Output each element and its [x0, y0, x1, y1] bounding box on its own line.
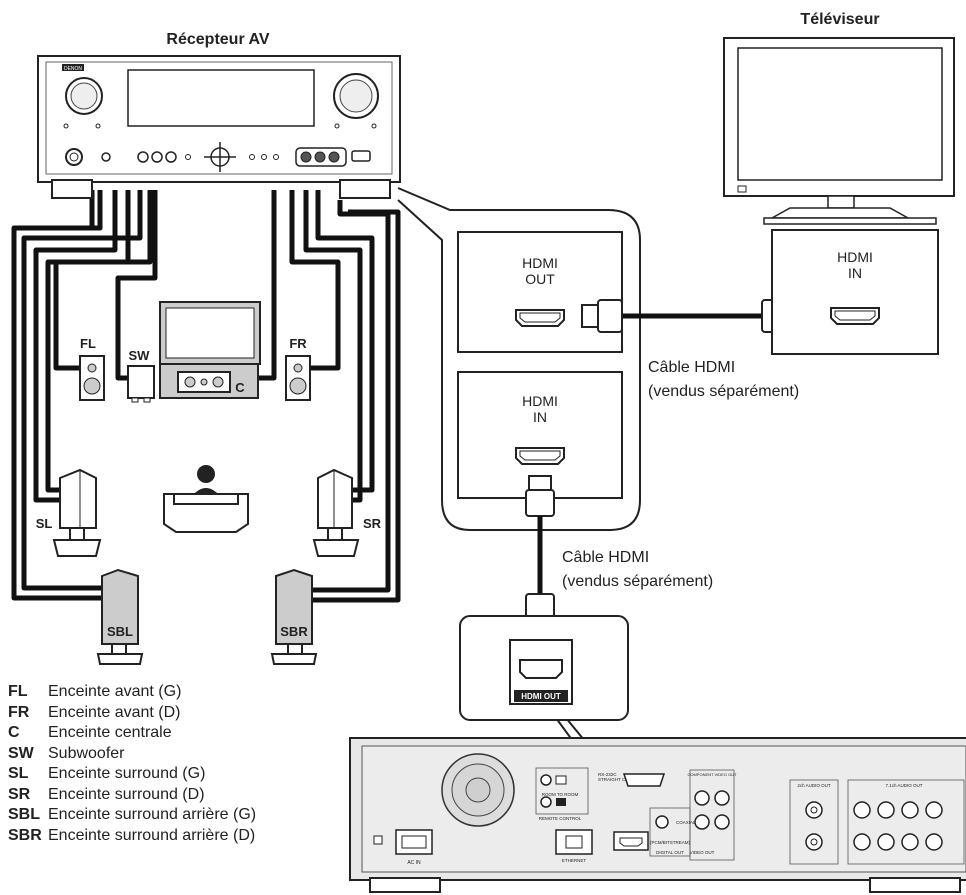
legend-description: Subwoofer	[48, 744, 125, 762]
panel-video-label: VIDEO OUT	[690, 850, 715, 855]
legend-item: SW Subwoofer	[8, 744, 348, 765]
cable1-label-line1: Câble HDMI	[648, 359, 735, 376]
panel-remote-label: REMOTE CONTROL	[539, 816, 582, 821]
panel-71ch-label: 7.1ch AUDIO OUT	[885, 783, 922, 788]
listener-icon	[197, 465, 215, 483]
speaker-c-label: C	[235, 380, 245, 395]
hdmi-out-port-icon	[515, 309, 565, 327]
speaker-cables	[11, 190, 401, 603]
panel-acin-label: AC IN	[407, 860, 421, 866]
speaker-fr-label: FR	[289, 336, 307, 351]
speaker-sbr-icon	[270, 568, 318, 665]
receiver-brand: DENON	[64, 66, 82, 72]
speaker-sw-icon	[127, 365, 155, 399]
speaker-sl-icon	[52, 468, 102, 557]
legend-code: FL	[8, 683, 28, 700]
legend-item: SBL Enceinte surround arrière (G)	[8, 805, 348, 826]
player-hdmi-port-icon	[519, 659, 563, 679]
cable2-label-line2: (vendus séparément)	[562, 573, 713, 590]
tv-hdmi-port-icon	[830, 307, 880, 325]
speaker-sbr-label: SBR	[280, 624, 308, 639]
legend-item: SL Enceinte surround (G)	[8, 764, 348, 785]
legend-code: FR	[8, 703, 30, 721]
receiver-title: Récepteur AV	[166, 31, 269, 48]
hdmi-in-port-icon	[515, 447, 565, 465]
legend-code: SR	[8, 785, 31, 803]
speaker-fl-label: FL	[80, 336, 96, 351]
legend-code: SBR	[8, 826, 42, 844]
legend-item: SR Enceinte surround (D)	[8, 785, 348, 806]
legend-description: Enceinte surround arrière (D)	[48, 826, 256, 844]
legend-description: Enceinte avant (D)	[48, 703, 181, 721]
av-receiver: Récepteur AV DENON	[37, 31, 401, 199]
legend-code: SBL	[8, 806, 40, 823]
panel-pcm-label: (PCM/BITSTREAM)	[650, 840, 691, 845]
cable2-label-line1: Câble HDMI	[562, 549, 649, 566]
speaker-sl-label: SL	[36, 516, 53, 531]
legend-item: FL Enceinte avant (G)	[8, 682, 348, 703]
speaker-layout: FL SW C FR SL	[36, 301, 382, 665]
legend-description: Enceinte surround (D)	[48, 785, 205, 803]
panel-ethernet-label: ETHERNET	[562, 858, 587, 863]
player-rear-panel: AC IN ROOM TO ROOM REMOTE CONTROL RS-232…	[349, 737, 966, 893]
legend-item: SBR Enceinte surround arrière (D)	[8, 826, 348, 847]
panel-room-label: ROOM TO ROOM	[542, 792, 579, 797]
legend-code: SL	[8, 765, 29, 782]
legend-description: Enceinte avant (G)	[48, 683, 182, 700]
legend-item: FR Enceinte avant (D)	[8, 703, 348, 724]
speaker-sr-label: SR	[363, 516, 382, 531]
speaker-sr-icon	[312, 468, 360, 557]
cable1-label-line2: (vendus séparément)	[648, 383, 799, 400]
speaker-legend: FL Enceinte avant (G) FR Enceinte avant (D)…	[8, 682, 348, 846]
legend-code: SW	[8, 744, 34, 762]
legend-description: Enceinte centrale	[48, 724, 172, 741]
panel-coaxial-label: COAXIAL	[676, 820, 696, 825]
speaker-sbl-icon	[96, 568, 144, 665]
player-hdmi-port-label: HDMI OUT	[521, 692, 561, 701]
legend-description: Enceinte surround arrière (G)	[48, 806, 257, 823]
legend-description: Enceinte surround (G)	[48, 765, 206, 782]
speaker-sbl-label: SBL	[107, 624, 133, 639]
panel-2ch-label: 2ch AUDIO OUT	[797, 783, 831, 788]
legend-code: C	[8, 724, 20, 741]
tv-title: Téléviseur	[800, 11, 879, 28]
panel-component-label: COMPONENT VIDEO OUT	[687, 772, 737, 777]
panel-digital-label: DIGITAL OUT	[656, 850, 684, 855]
legend-item: C Enceinte centrale	[8, 723, 348, 744]
speaker-sw-label: SW	[129, 348, 151, 363]
